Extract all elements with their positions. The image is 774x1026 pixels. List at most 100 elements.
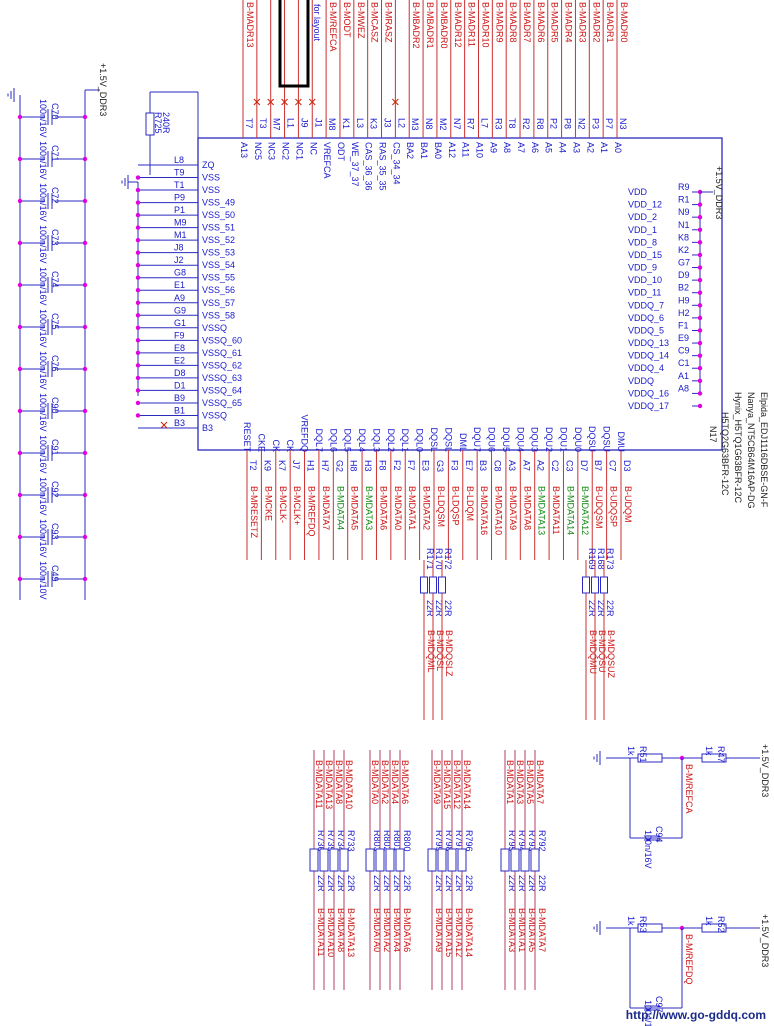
- bank-in-label: B-MDATA14: [462, 760, 472, 809]
- bottom-net-label: B-LDQSP: [450, 486, 460, 526]
- bottom-pin-number: E3: [421, 460, 431, 471]
- vref-net-label: B-M/REFDQ: [684, 934, 694, 985]
- left-pin-number: M1: [174, 230, 187, 240]
- left-pin-number: B1: [174, 405, 185, 415]
- bottom-pin-number: C3: [564, 460, 574, 472]
- ic-reference: N17: [708, 426, 718, 443]
- resistor-symbol: [385, 848, 395, 872]
- bottom-pin-number: D7: [579, 460, 589, 472]
- left-pin-number: G9: [174, 305, 186, 315]
- resistor-ref: R794: [517, 830, 527, 852]
- left-pin-number: P9: [174, 193, 185, 203]
- bottom-pin-number: C8: [493, 460, 503, 472]
- left-pin-signal: VSS_55: [202, 273, 235, 283]
- top-net-label: B-MCASZ: [370, 2, 380, 43]
- left-pin-number: D1: [174, 380, 186, 390]
- junction-dot: [135, 175, 141, 180]
- junction-dot: [135, 300, 141, 305]
- top-net-label: B-MADR10: [480, 2, 490, 48]
- ic-alternate-part: Hynix_H5TQ1G63BFR-12C: [733, 392, 743, 504]
- right-pin-number: E9: [678, 333, 689, 343]
- bottom-net-label: B-MCKE: [263, 486, 273, 521]
- cap-ref: C73: [50, 229, 60, 246]
- junction-dot: [697, 328, 703, 333]
- bottom-pin-number: F3: [449, 460, 459, 471]
- bottom-pin-signal: DQL4: [357, 428, 367, 452]
- dq-net-label: B-MDQSU: [597, 630, 607, 673]
- right-pin-signal: VDDQ: [628, 376, 654, 386]
- top-pin-number: R3: [493, 118, 503, 130]
- bank-out-label: B-MDATA0: [372, 908, 382, 952]
- bank-out-label: B-MDATA4: [392, 908, 402, 952]
- resistor-ref: R800: [402, 830, 412, 852]
- left-pin-signal: VSSQ: [202, 410, 227, 420]
- resistor-value: 22R: [454, 875, 464, 892]
- bottom-pin-number: A3: [507, 460, 517, 471]
- top-net-label: B-MBADR1: [425, 2, 435, 49]
- left-pin-signal: VSS_49: [202, 198, 235, 208]
- resistor-value: 22R: [372, 875, 382, 892]
- cap-ref: C76: [50, 355, 60, 372]
- top-net-label: B-MBADR2: [411, 2, 421, 49]
- left-pin-number: D8: [174, 368, 186, 378]
- bottom-pin-signal: DMU: [616, 432, 626, 453]
- junction-dot: [17, 324, 23, 330]
- left-pin-signal: VSSQ_63: [202, 373, 242, 383]
- resistor-value: 1k: [626, 916, 636, 926]
- top-pin-signal: A0: [613, 142, 623, 153]
- top-pin-signal: NC1: [294, 142, 304, 160]
- no-connect-icon: [308, 98, 316, 106]
- junction-dot: [697, 290, 703, 295]
- resistor-symbol: [309, 848, 319, 872]
- bottom-pin-signal: DQU3: [530, 427, 540, 452]
- left-pin-number: E1: [174, 280, 185, 290]
- junction-dot: [135, 413, 141, 418]
- resistor-symbol: [427, 848, 437, 872]
- cap-value: 100n/16V: [38, 309, 48, 348]
- bottom-pin-signal: DQSL: [443, 427, 453, 452]
- junction-dot: [697, 277, 703, 283]
- left-pin-signal: VSS_58: [202, 310, 235, 320]
- ic-part-number: H5TQ2G63BFR-12C: [720, 412, 730, 496]
- bottom-pin-signal: DQU6: [487, 427, 497, 452]
- top-pin-signal: CS_34_34: [391, 142, 401, 185]
- cap-ref: C90: [50, 397, 60, 414]
- bank-out-label: B-MDATA12: [454, 908, 464, 957]
- bottom-pin-signal: DQU2: [544, 427, 554, 452]
- cap-value: 100n/16V: [38, 435, 48, 474]
- bottom-pin-number: G3: [435, 460, 445, 472]
- resistor-value: 22R: [537, 875, 547, 892]
- top-pin-signal: BA1: [419, 142, 429, 159]
- bottom-pin-number: H8: [349, 460, 359, 472]
- cap-value: 100n/16V: [38, 141, 48, 180]
- bottom-net-label: B-MDATA1: [407, 486, 417, 530]
- dq-net-label: B-MDQSUZ: [606, 630, 616, 678]
- resistor-ref: R796: [464, 830, 474, 852]
- bottom-pin-signal: DQU5: [501, 427, 511, 452]
- left-pin-number: J2: [174, 255, 184, 265]
- top-net-label: B-MODT: [342, 2, 352, 38]
- bottom-net-label: B-MDATA6: [378, 486, 388, 530]
- left-pin-signal: B3: [202, 423, 213, 433]
- top-pin-number: N8: [424, 118, 434, 130]
- no-connect-icon: [295, 98, 302, 106]
- power-rail-label: +1.5V_DDR3: [760, 914, 770, 967]
- top-pin-number: T8: [507, 118, 517, 129]
- junction-dot: [82, 156, 88, 162]
- top-pin-number: J9: [299, 118, 309, 128]
- no-connect-icon: [267, 98, 275, 106]
- top-net-label: B-MBADR0: [439, 2, 449, 49]
- right-pin-signal: VDDQ_17: [628, 401, 669, 411]
- resistor-value: 1k: [704, 746, 714, 756]
- right-pin-number: D9: [678, 270, 690, 280]
- junction-dot: [17, 534, 23, 540]
- left-pin-signal: VSS: [202, 173, 220, 183]
- no-connect-icon: [160, 421, 168, 429]
- top-pin-signal: NC3: [267, 142, 277, 160]
- bottom-net-label: B-MDATA8: [522, 486, 532, 530]
- resistor-ref: R735: [326, 830, 336, 852]
- junction-dot: [697, 202, 703, 207]
- bank-in-label: B-MDATA2: [380, 760, 390, 804]
- bank-out-label: B-MDATA1: [517, 908, 527, 952]
- right-pin-number: K2: [678, 245, 689, 255]
